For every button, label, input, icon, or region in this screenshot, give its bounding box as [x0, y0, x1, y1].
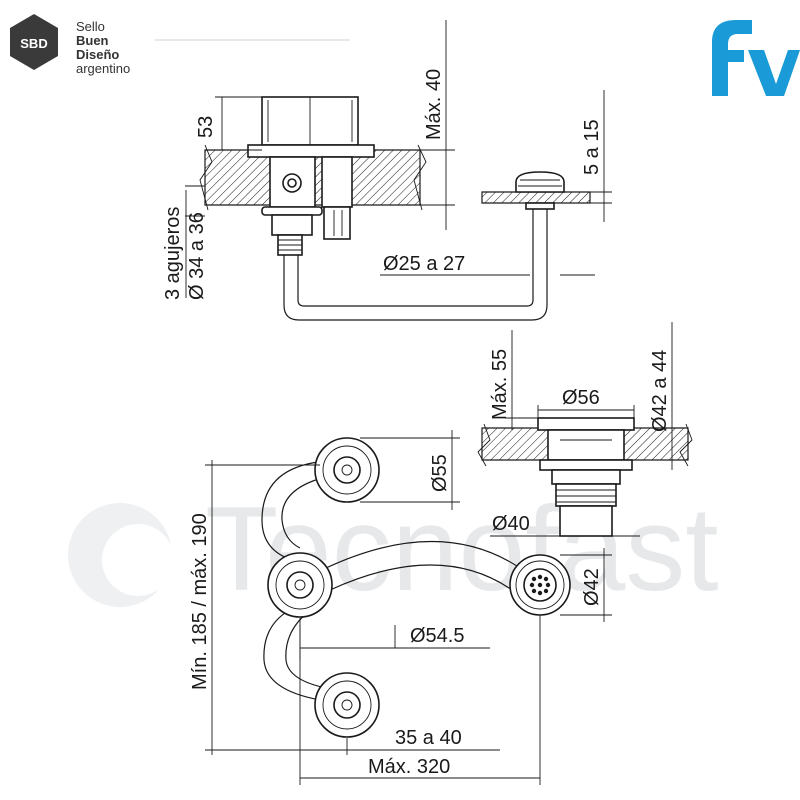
dim-holes-diameter: Ø 34 a 36	[186, 212, 208, 300]
dim-max-40: Máx. 40	[423, 69, 445, 140]
dim-max-55: Máx. 55	[489, 349, 511, 420]
fv-logo-text: fv	[0, 0, 1, 1]
countertop-right	[481, 191, 591, 204]
dim-max-320: Máx. 320	[368, 756, 450, 778]
dim-diam-42-44: Ø42 a 44	[649, 350, 671, 432]
dim-diam-55: Ø55	[429, 454, 451, 492]
dim-diam-42: Ø42	[581, 568, 603, 606]
sbd-line4: argentino	[76, 61, 130, 76]
lock-nut	[261, 206, 323, 216]
spout-flange	[537, 417, 635, 431]
fv-logo: fv	[0, 0, 800, 96]
dim-range-35-40: 35 a 40	[395, 727, 462, 749]
sbd-hexagon-icon	[10, 14, 58, 70]
dim-holes-count: 3 agujeros	[162, 207, 184, 300]
plan-view: Ø55 Ø42 Ø54.5 Mín. 185 / máx. 190 35 a 4…	[189, 430, 612, 785]
spout-threaded-body	[555, 483, 617, 507]
dim-diam-40: Ø40	[492, 513, 530, 535]
sbd-line2: Buen	[76, 33, 109, 48]
dim-diam-25-27: Ø25 a 27	[383, 253, 465, 275]
top-section-view: 53 Máx. 40 5 a 15 3 agujeros Ø 34 a 36 Ø…	[162, 20, 612, 321]
spout-head	[515, 171, 565, 193]
dim-diam-56: Ø56	[562, 387, 600, 409]
sbd-code: SBD	[20, 36, 47, 51]
fv-logo-f-icon	[712, 20, 752, 96]
dim-range-5-15: 5 a 15	[581, 119, 603, 175]
handle-base	[247, 144, 375, 158]
dim-min-max-185-190: Mín. 185 / máx. 190	[189, 513, 211, 690]
dim-diam-54-5: Ø54.5	[410, 625, 464, 647]
cartridge-clip	[323, 206, 351, 240]
spout-lock-nut	[539, 459, 633, 471]
sbd-line3: Diseño	[76, 47, 119, 62]
spout-section-view: Máx. 55 Ø56 Ø42 a 44 Ø40	[477, 322, 693, 537]
sbd-line1: Sello	[76, 19, 105, 34]
fv-logo-v-icon	[748, 50, 800, 96]
sbd-badge: SBD Sello Buen Diseño argentino	[10, 14, 350, 76]
dim-height-53: 53	[195, 116, 217, 138]
